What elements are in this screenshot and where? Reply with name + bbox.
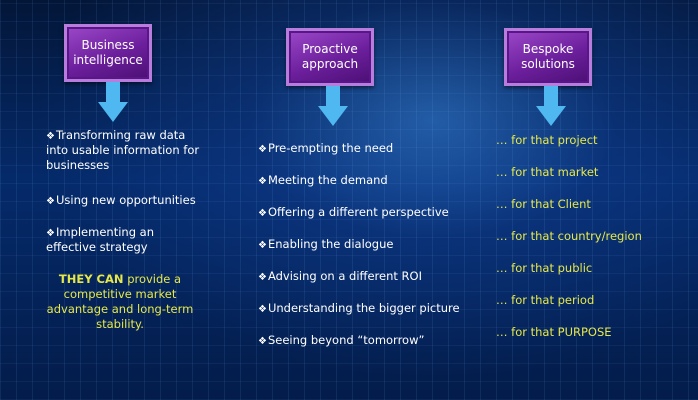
- list-item-text: Seeing beyond “tomorrow”: [267, 333, 425, 347]
- bullet-icon: ❖: [258, 240, 267, 251]
- box-title-line: approach: [301, 57, 359, 71]
- highlight-text: advantage and long-term: [46, 302, 194, 316]
- list-item: ❖Using new opportunities: [46, 193, 196, 209]
- highlight-text: provide a: [127, 272, 182, 286]
- box-title-line: Bespoke: [522, 42, 574, 56]
- box-title-line: Business: [81, 38, 135, 52]
- list-item: ❖Advising on a different ROI: [258, 269, 422, 285]
- down-arrow-icon: [318, 86, 348, 126]
- list-item-text: Pre-empting the need: [267, 141, 394, 155]
- list-item: ❖Offering a different perspective: [258, 205, 449, 221]
- list-item-text: effective strategy: [46, 240, 148, 254]
- list-item: ❖Transforming raw data: [46, 128, 185, 144]
- list-item: … for that Client: [496, 197, 591, 211]
- list-item: ❖Enabling the dialogue: [258, 237, 393, 253]
- list-item-cont: into usable information for: [46, 143, 199, 157]
- list-item-cont: businesses: [46, 158, 109, 172]
- box-title-line: Proactive: [302, 42, 358, 56]
- list-item: … for that project: [496, 133, 598, 147]
- box-title-line: intelligence: [73, 53, 143, 67]
- list-item: … for that PURPOSE: [496, 325, 612, 339]
- list-item: ❖Meeting the demand: [258, 173, 388, 189]
- list-item: … for that country/region: [496, 229, 642, 243]
- list-item-text: Enabling the dialogue: [267, 237, 394, 251]
- down-arrow-icon: [536, 86, 566, 126]
- list-item: … for that period: [496, 293, 595, 307]
- list-item: … for that market: [496, 165, 599, 179]
- highlight-bold: THEY CAN: [58, 272, 124, 286]
- list-item-text: Implementing an: [55, 225, 154, 239]
- list-item-text: Offering a different perspective: [267, 205, 449, 219]
- bullet-icon: ❖: [258, 208, 267, 219]
- list-item-text: businesses: [46, 158, 110, 172]
- list-item-text: Understanding the bigger picture: [267, 301, 460, 315]
- bullet-icon: ❖: [46, 131, 55, 142]
- list-item-text: Advising on a different ROI: [267, 269, 422, 283]
- bullet-icon: ❖: [46, 196, 55, 207]
- bullet-icon: ❖: [258, 144, 267, 155]
- list-item: ❖Implementing an: [46, 225, 154, 241]
- bullet-icon: ❖: [258, 176, 267, 187]
- list-item-text: Transforming raw data: [55, 128, 186, 142]
- list-item-text: Meeting the demand: [267, 173, 388, 187]
- bullet-icon: ❖: [46, 228, 55, 239]
- list-item-cont: effective strategy: [46, 240, 148, 254]
- highlight-text: competitive market: [63, 287, 177, 301]
- list-item: ❖Pre-empting the need: [258, 141, 393, 157]
- bullet-icon: ❖: [258, 336, 267, 347]
- list-item-text: Using new opportunities: [55, 193, 196, 207]
- list-item-text: into usable information for: [46, 143, 200, 157]
- list-item: … for that public: [496, 261, 593, 275]
- highlight-statement: THEY CAN provide a competitive market ad…: [40, 272, 200, 332]
- down-arrow-icon: [98, 82, 128, 122]
- bullet-icon: ❖: [258, 304, 267, 315]
- list-item: ❖Seeing beyond “tomorrow”: [258, 333, 424, 349]
- highlight-text: stability.: [96, 317, 144, 331]
- list-item: ❖Understanding the bigger picture: [258, 301, 460, 317]
- box-title-line: solutions: [521, 57, 575, 71]
- bullet-icon: ❖: [258, 272, 267, 283]
